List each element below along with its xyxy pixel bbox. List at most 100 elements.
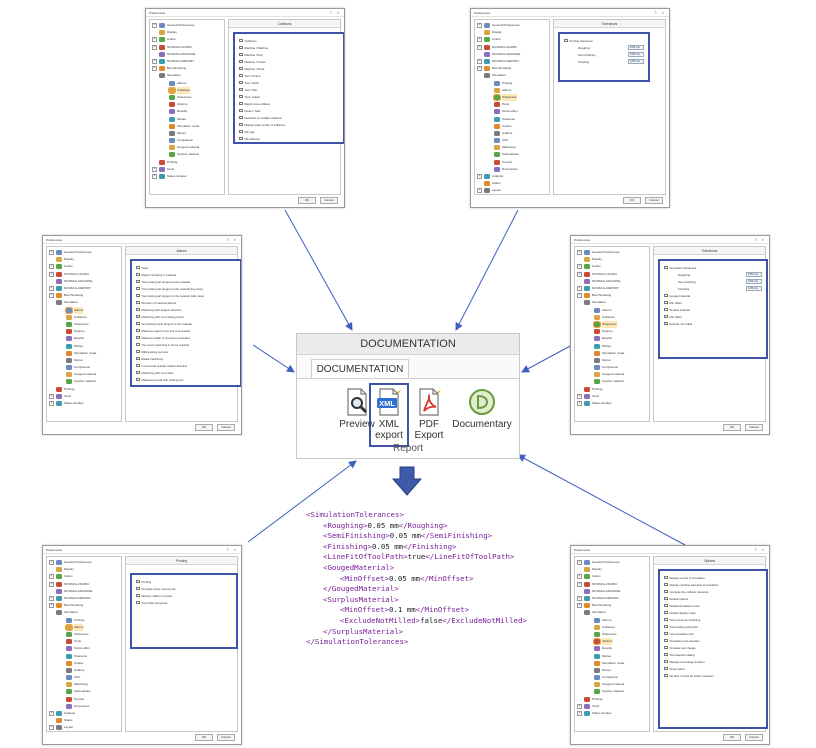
tree-item[interactable]: NCSIMUL-MACHINE [49, 588, 119, 595]
expand-icon[interactable]: + [49, 581, 54, 587]
tree-item[interactable]: Status [49, 717, 119, 724]
tree-item[interactable]: Modes [577, 342, 647, 349]
checkbox[interactable] [136, 307, 140, 312]
option-row[interactable]: Tool selection dialog [664, 651, 762, 658]
tree-item[interactable]: Gouged material [577, 371, 647, 378]
checkbox[interactable] [664, 265, 668, 270]
checkbox[interactable] [664, 589, 668, 594]
cancel-button[interactable]: Cancel [217, 734, 235, 741]
checkbox[interactable] [664, 610, 668, 615]
checkbox[interactable] [239, 108, 243, 113]
option-row[interactable]: Probing tolerances [564, 37, 644, 44]
tree-item[interactable]: Results [577, 645, 647, 652]
expand-icon[interactable]: + [152, 23, 157, 29]
checkbox[interactable] [664, 617, 668, 622]
tree-item[interactable]: Alarms [477, 87, 547, 94]
checkbox[interactable] [664, 673, 668, 678]
tree-item[interactable]: Machining [477, 144, 547, 151]
checkbox[interactable] [136, 384, 140, 385]
expand-icon[interactable]: + [477, 66, 482, 72]
close-icon[interactable]: ? × [754, 237, 766, 242]
tree-item[interactable]: Options [577, 638, 647, 646]
expand-icon[interactable]: + [49, 286, 54, 292]
option-row[interactable]: Probing [136, 578, 232, 585]
checkbox[interactable] [664, 582, 668, 587]
cancel-button[interactable]: Cancel [645, 197, 663, 204]
xml-export-button[interactable]: XML XML export [371, 387, 407, 441]
option-row[interactable]: Tools [136, 264, 236, 271]
tree-item[interactable]: Simulation [152, 72, 222, 79]
checkbox[interactable] [564, 38, 568, 43]
option-row[interactable]: Tool cutting part tangent to the materia… [136, 278, 236, 285]
tree-item[interactable]: Collisions [152, 86, 222, 94]
tree-item[interactable]: Results [49, 335, 119, 342]
option-row[interactable]: Number of tools for holder selection [664, 672, 762, 679]
option-row[interactable]: Tool / Stock [239, 79, 339, 86]
tree-item[interactable]: Alarms [577, 307, 647, 314]
expand-icon[interactable]: + [577, 264, 582, 270]
option-row[interactable]: Tool / Fixture [239, 72, 339, 79]
tree-item[interactable]: Status [477, 180, 547, 187]
tree-item[interactable]: +NCSIMUL-REPORT [49, 285, 119, 292]
checkbox[interactable] [664, 652, 668, 657]
close-icon[interactable]: ? × [329, 10, 341, 15]
tree-item[interactable]: Simulation mode [49, 350, 119, 357]
tree-item[interactable]: +Analysis [49, 710, 119, 717]
tree-item[interactable]: +NCSIMUL-NCWIN [577, 271, 647, 278]
option-row[interactable]: Machine / Machine [239, 44, 339, 51]
expand-icon[interactable]: + [577, 711, 582, 717]
checkbox[interactable] [239, 136, 243, 141]
option-row[interactable]: Rapid machining in material [136, 271, 236, 278]
checkbox[interactable] [136, 272, 140, 277]
tree-item[interactable]: Probing [577, 696, 647, 703]
tree-item[interactable]: Dimensions [49, 703, 119, 710]
ok-button[interactable]: OK [723, 734, 741, 741]
value-field[interactable]: 0.05 mm [746, 272, 762, 277]
tree-item[interactable]: Simulation mode [152, 123, 222, 130]
expand-icon[interactable]: + [577, 581, 582, 587]
tree-item[interactable]: Options [49, 328, 119, 335]
tree-item[interactable]: +Benchmarking [477, 65, 547, 72]
checkbox[interactable] [136, 300, 140, 305]
checkbox[interactable] [239, 66, 243, 71]
tree-item[interactable]: Machining [49, 681, 119, 688]
tree-item[interactable]: Simulation mode [577, 660, 647, 667]
tree-item[interactable]: Tolerance [49, 652, 119, 659]
tree-item[interactable]: Simulation [49, 609, 119, 616]
tree-item[interactable]: NCSIMUL-MACHINE [152, 51, 222, 58]
close-icon[interactable]: ? × [226, 237, 238, 242]
tree-item[interactable]: +General Preferences [49, 559, 119, 566]
pdf-export-button[interactable]: PDF Export [411, 387, 447, 441]
ok-button[interactable]: OK [623, 197, 641, 204]
close-icon[interactable]: ? × [654, 10, 666, 15]
tree-item[interactable]: +General Preferences [49, 249, 119, 256]
ok-button[interactable]: OK [195, 424, 213, 431]
tree-item[interactable]: +NCSIMUL-REPORT [477, 58, 547, 65]
checkbox[interactable] [239, 38, 243, 43]
tree-item[interactable]: Surplus material [49, 378, 119, 385]
tree-item[interactable]: Tolerances [49, 321, 119, 328]
tree-item[interactable]: Probing [49, 386, 119, 393]
expand-icon[interactable]: + [577, 603, 582, 609]
option-row[interactable]: Tool / Part [239, 86, 339, 93]
tree-item[interactable]: Comparison [577, 364, 647, 371]
expand-icon[interactable]: + [152, 66, 157, 72]
tree-item[interactable]: Surplus material [577, 378, 647, 385]
expand-icon[interactable]: + [577, 393, 582, 399]
tree-item[interactable]: +Status window [49, 400, 119, 407]
expand-icon[interactable]: + [49, 725, 54, 731]
option-row[interactable]: Display total number of collisions [239, 121, 339, 128]
expand-icon[interactable]: + [49, 271, 54, 277]
tree-item[interactable]: +General Preferences [152, 22, 222, 29]
tree-item[interactable]: Tools [49, 638, 119, 645]
option-row[interactable]: Tool cutting part tangent to the materia… [136, 285, 236, 292]
tree-item[interactable]: Simulation [49, 299, 119, 306]
option-row[interactable]: Gouged material [664, 292, 762, 299]
tree-item[interactable]: +Benchmarking [152, 65, 222, 72]
option-row[interactable]: Display machine elements at simulation [664, 581, 762, 588]
tree-item[interactable]: +Benchmarking [577, 602, 647, 609]
tree-item[interactable]: +NCSIMUL-NCWIN [577, 581, 647, 588]
option-row[interactable]: Machining with tangent direction [136, 306, 236, 313]
